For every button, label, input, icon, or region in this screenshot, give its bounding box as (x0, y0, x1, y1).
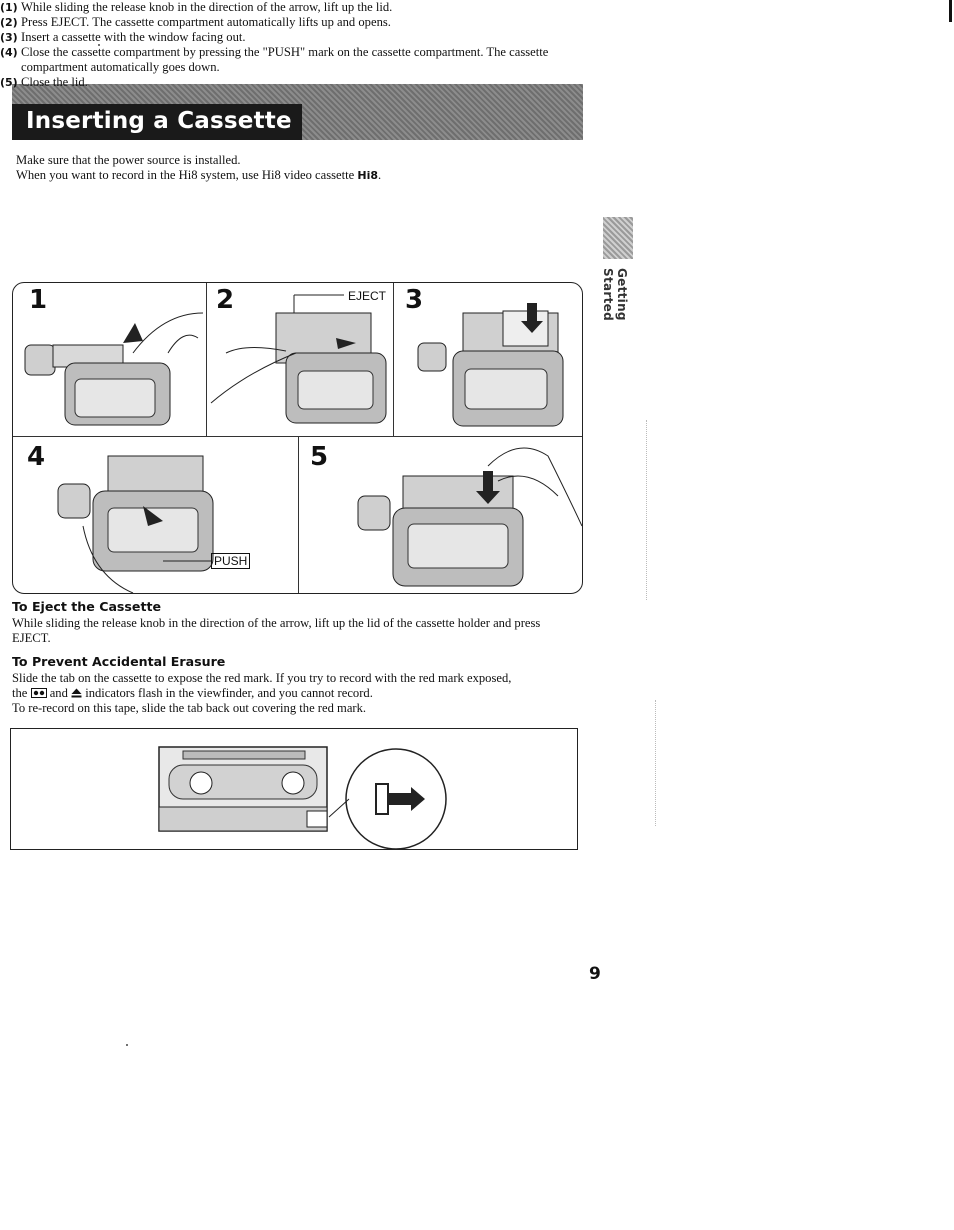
cassette-figure (10, 728, 578, 850)
step-item: (4)Close the cassette compartment by pre… (0, 45, 549, 74)
page-title: Inserting a Cassette (26, 108, 292, 134)
step-item: (5)Close the lid. (0, 75, 88, 89)
panel-5: 5 (298, 436, 582, 593)
hi8-logo: Hi8 (357, 169, 378, 182)
tape-icon (30, 688, 47, 698)
panel-2: 2 EJECT (206, 283, 393, 436)
panel-number: 1 (29, 285, 48, 315)
eject-text: While sliding the release knob in the di… (12, 616, 541, 645)
camcorder-illustration (357, 447, 582, 587)
camcorder-illustration (210, 294, 387, 424)
step-item: (2)Press EJECT. The cassette compartment… (0, 15, 391, 29)
erasure-heading: To Prevent Accidental Erasure (12, 654, 226, 669)
cassette-illustration (502, 310, 549, 347)
camcorder-illustration (24, 312, 204, 426)
arrow-icon (521, 303, 543, 333)
panel-number: 2 (216, 285, 235, 315)
procedure-figure: 1 2 EJECT 3 (12, 282, 583, 594)
page-edge-mark (949, 0, 952, 22)
scan-speck (126, 1044, 128, 1046)
arrow-icon (123, 323, 143, 343)
eject-icon (71, 688, 82, 698)
panel-4: 4 PUSH (13, 436, 298, 593)
chapter-tab (603, 217, 633, 259)
panel-1: 1 (13, 283, 206, 436)
camcorder-illustration (417, 303, 564, 427)
step-item: (3)Insert a cassette with the window fac… (0, 30, 246, 44)
intro-line-1: Make sure that the power source is insta… (16, 153, 241, 167)
arrow-icon (476, 471, 500, 504)
cassette-illustration (158, 746, 447, 850)
push-callout: PUSH (211, 553, 251, 569)
panel-number: 4 (27, 442, 46, 472)
arrow-icon (389, 787, 425, 811)
steps-list: (1)While sliding the release knob in the… (0, 0, 570, 90)
eject-callout: EJECT (348, 289, 387, 303)
arrow-icon (336, 338, 356, 349)
panel-3: 3 (393, 283, 582, 436)
intro-line-2: When you want to record in the Hi8 syste… (16, 168, 382, 182)
scan-line (655, 700, 656, 826)
chapter-label: Getting Started (601, 268, 629, 321)
eject-heading: To Eject the Cassette (12, 599, 162, 614)
erasure-text: Slide the tab on the cassette to expose … (12, 671, 512, 715)
intro-text: Make sure that the power source is insta… (16, 153, 586, 183)
panel-number: 5 (310, 442, 329, 472)
hand-illustration (487, 447, 582, 527)
scan-speck (98, 44, 100, 46)
section-title-bar: Inserting a Cassette (12, 84, 583, 140)
scan-line (646, 420, 647, 600)
camcorder-illustration (57, 455, 214, 593)
step-item: (1)While sliding the release knob in the… (0, 0, 393, 14)
arrow-icon (143, 506, 163, 526)
panel-number: 3 (405, 285, 424, 315)
page-number: 9 (589, 964, 601, 984)
